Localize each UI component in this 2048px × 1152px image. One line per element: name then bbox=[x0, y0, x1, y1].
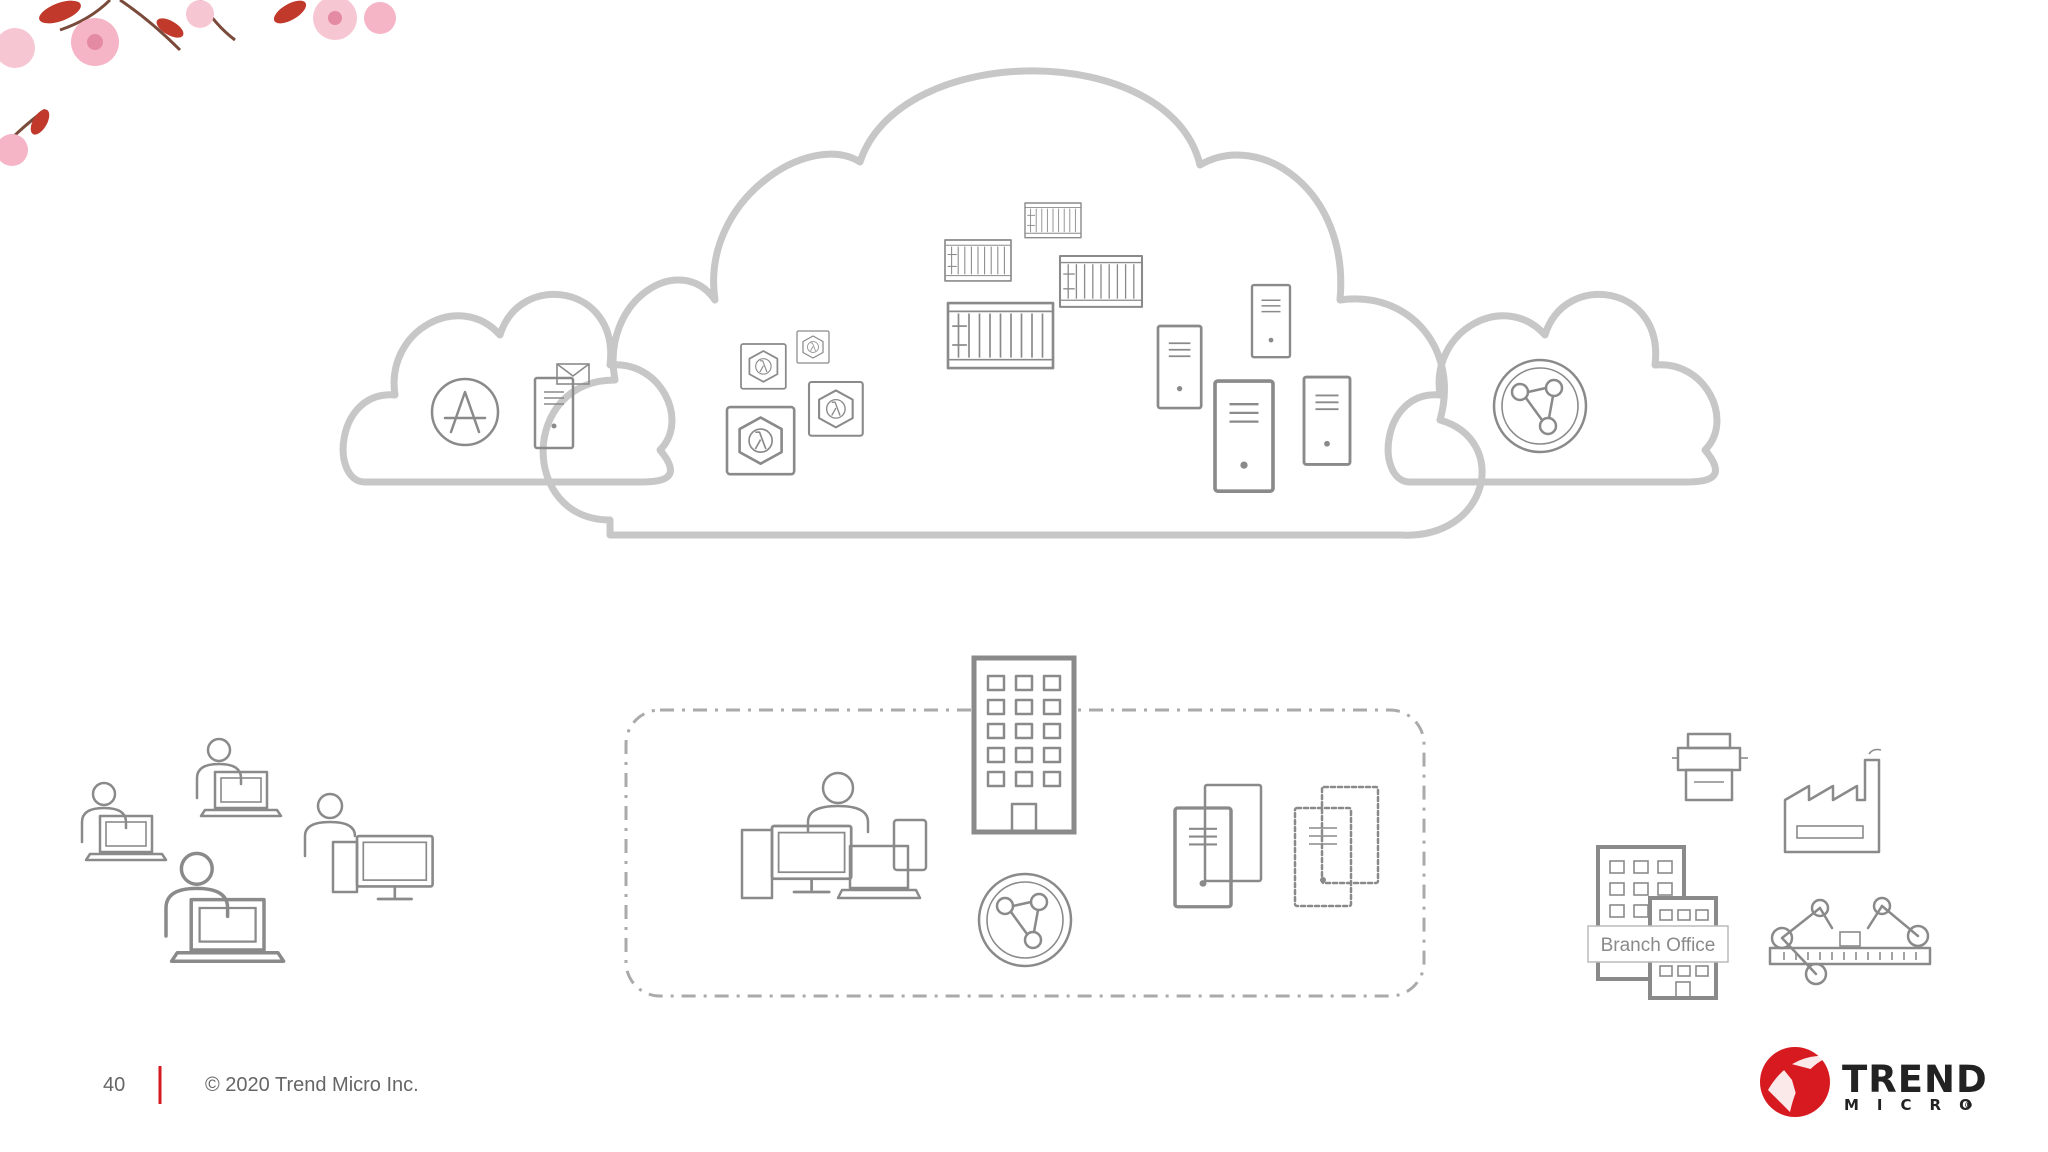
factory-icon bbox=[1783, 748, 1882, 854]
right-cloud-outline bbox=[1384, 290, 1721, 486]
svg-text:MICRO: MICRO bbox=[1844, 1096, 1990, 1114]
svg-text:TREND: TREND bbox=[1842, 1058, 1988, 1101]
trend-micro-logo: TREND MICRO ® bbox=[1760, 1047, 1990, 1117]
left-cloud-outline bbox=[339, 290, 676, 486]
page-number: 40 bbox=[103, 1074, 125, 1096]
network-globe-icon bbox=[1492, 358, 1588, 454]
app-store-icon bbox=[430, 377, 500, 447]
corporate-network-globe-icon bbox=[977, 872, 1073, 968]
svg-text:®: ® bbox=[1964, 1101, 1973, 1111]
cloud-server-icon bbox=[1156, 283, 1352, 494]
remote-users-group bbox=[80, 737, 434, 963]
printer-icon bbox=[1672, 732, 1748, 802]
branch-office-building-icon bbox=[1596, 845, 1718, 1000]
branch-office-label: Branch Office bbox=[1587, 925, 1729, 963]
robotic-assembly-line-icon bbox=[1768, 896, 1932, 986]
copyright-text: © 2020 Trend Micro Inc. bbox=[205, 1074, 419, 1096]
lambda-function-icon bbox=[725, 330, 864, 476]
office-workstation-icon bbox=[740, 771, 928, 900]
svg-text:Branch Office: Branch Office bbox=[1601, 935, 1716, 956]
cherry-blossom-decoration bbox=[0, 0, 396, 166]
mail-server-icon bbox=[533, 363, 590, 450]
office-building-icon bbox=[971, 655, 1077, 835]
container-icon bbox=[944, 202, 1144, 370]
data-center-server-icon bbox=[1173, 783, 1380, 909]
